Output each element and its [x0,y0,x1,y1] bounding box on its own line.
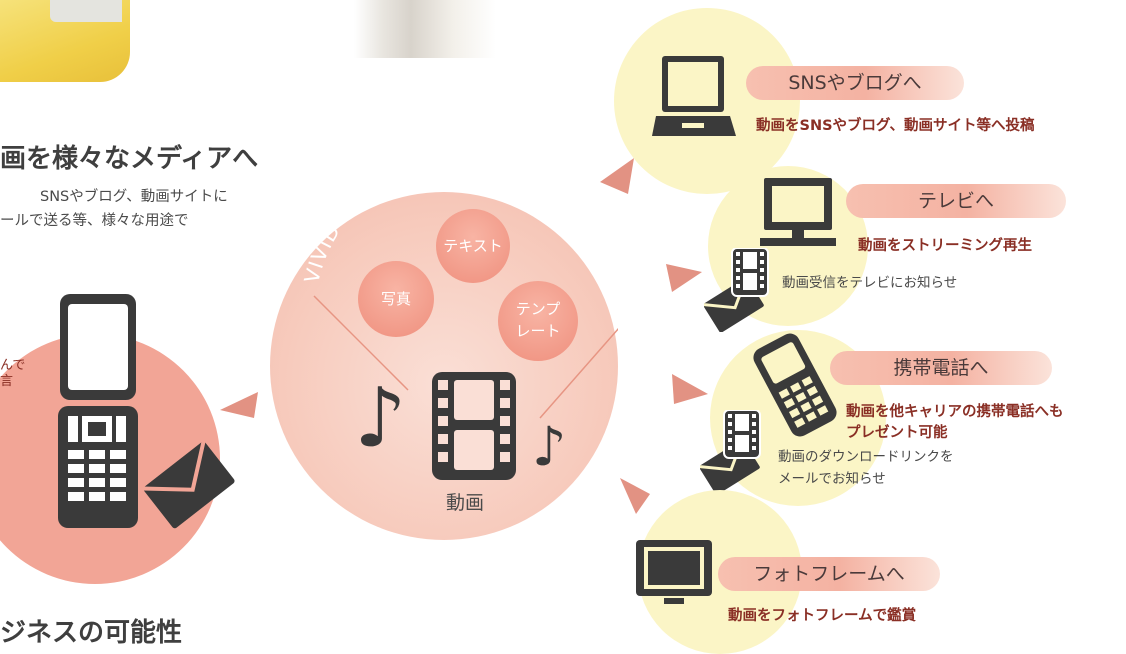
mobile-title-pill: 携帯電話へ [830,351,1052,385]
arrow-to-sns [600,158,634,194]
left-cut-text-2: 言 [0,374,14,389]
arrow-to-mobile [672,374,708,404]
bubble-text-label: テキスト [443,237,503,255]
laptop-icon [652,56,736,136]
left-heading-business: ジネスの可能性 [0,618,183,648]
bubble-text: テキスト [436,209,510,283]
bubble-template-line2: レート [515,322,561,340]
person-photo-crop [354,0,496,58]
bubble-photo: 写真 [358,261,434,337]
hub-divider-lines [313,295,618,419]
music-note-left-icon: ♪ [354,371,407,466]
photoframe-description: 動画をフォトフレームで鑑賞 [728,608,917,624]
left-desc-line1: SNSやブログ、動画サイトに [40,189,228,205]
arrow-to-photoframe [620,478,650,514]
bubble-template-line1: テンプ [515,300,561,318]
photoframe-title-pill: フォトフレームへ [718,557,940,591]
device-photo-crop [0,0,130,82]
mobile-description-line2: プレゼント可能 [846,425,948,441]
music-note-right-icon: ♪ [532,415,567,478]
arrow-to-tv [666,264,702,292]
bubble-photo-label: 写真 [380,290,411,308]
envelope-film-icon-mobile [700,410,761,494]
photo-frame-icon [636,540,712,604]
left-heading-media: 画を様々なメディアへ [0,144,259,174]
envelope-icon-left [142,440,235,529]
mobile-note-line2: メールでお知らせ [778,471,886,487]
film-strip-icon [432,372,516,480]
mobile-phone-icon [753,333,837,437]
tv-monitor-icon [760,178,836,246]
hub-arc-title: VIVID Communicator System [299,172,575,285]
arrow-left [220,392,258,418]
tv-note: 動画受信をテレビにお知らせ [782,275,958,291]
flip-phone-icon [58,294,138,528]
envelope-film-icon-tv [704,248,769,332]
left-cut-text-1: んで [0,358,26,373]
tv-description: 動画をストリーミング再生 [858,238,1032,254]
mobile-note-line1: 動画のダウンロードリンクを [778,449,954,465]
device-keypad-strip [50,0,122,22]
sns-title-pill: SNSやブログへ [746,66,964,100]
left-desc-line2: ールで送る等、様々な用途で [0,213,189,229]
mobile-description-line1: 動画を他キャリアの携帯電話へも [846,404,1064,420]
sns-description: 動画をSNSやブログ、動画サイト等へ投稿 [756,118,1035,134]
tv-title-pill: テレビへ [846,184,1066,218]
hub-video-label: 動画 [446,492,485,514]
bubble-template: テンプ レート [498,281,578,361]
